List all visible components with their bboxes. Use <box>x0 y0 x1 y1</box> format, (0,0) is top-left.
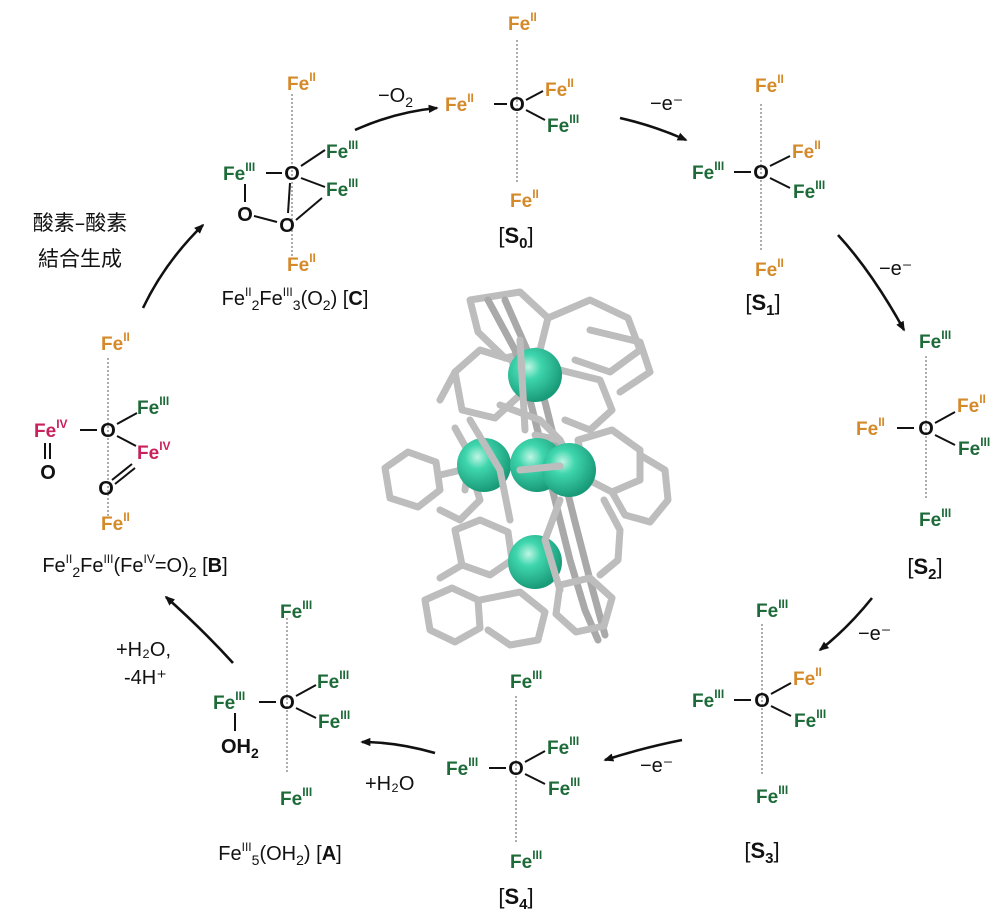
fe4-label: FeIV <box>34 417 68 442</box>
intermediate-c: O FeII FeIII FeIII FeIII O O FeII FeII2F… <box>222 70 369 313</box>
fe2-label: FeII <box>445 91 474 116</box>
fe3-label: FeIII <box>280 598 312 623</box>
formula-c: FeII2FeIII3(O2) [C] <box>222 285 369 313</box>
fe2-label: FeII <box>287 251 316 276</box>
oxo-atom: O <box>40 462 56 484</box>
label-water-addition: +H₂O <box>365 773 414 795</box>
state-label-s3: [S3] <box>744 838 779 867</box>
fe2-label: FeII <box>508 10 537 35</box>
oxo-atom: O <box>509 94 525 116</box>
fe3-label: FeIII <box>547 112 579 137</box>
fe2-label: FeII <box>755 72 784 97</box>
arrow-b-to-c <box>141 223 205 309</box>
arrow-a-to-b <box>164 595 234 664</box>
oxo-atom: O <box>279 692 295 714</box>
fe2-label: FeII <box>957 392 986 417</box>
aqua-ligand: OH2 <box>221 736 259 761</box>
fe3-label: FeIII <box>223 160 255 185</box>
cycle-arrows <box>141 104 906 762</box>
label-electron-loss: −e⁻ <box>640 755 673 777</box>
fe3-label: FeIII <box>756 783 788 808</box>
fe3-label: FeIII <box>548 775 580 800</box>
fe3-label: FeIII <box>794 707 826 732</box>
fe2-label: FeII <box>793 665 822 690</box>
fe3-label: FeIII <box>318 708 350 733</box>
state-label-s0: [S0] <box>498 223 533 252</box>
oxo-atom: O <box>754 690 770 712</box>
label-oo-bond-formation: 酸素–酸素 <box>33 211 128 235</box>
formula-b: FeII2FeIII(FeIV=O)2 [B] <box>42 552 227 580</box>
formula-a: FeIII5(OH2) [A] <box>218 840 341 868</box>
arrow-s1-to-s2 <box>837 234 906 332</box>
label-o2-release: −O2 <box>378 85 413 110</box>
fe3-label: FeIII <box>510 668 542 693</box>
fe2-label: FeII <box>545 76 574 101</box>
arrow-s0-to-s1 <box>619 116 688 142</box>
molecular-structure-image <box>381 288 672 649</box>
fe2-label: FeII <box>101 510 130 535</box>
label-electron-loss: −e⁻ <box>879 258 912 280</box>
fe3-label: FeIII <box>692 687 724 712</box>
intermediate-a: O FeIII FeIII FeIII FeIII FeIII OH2 FeII… <box>213 598 350 868</box>
fe2-label: FeII <box>755 256 784 281</box>
state-s2: O FeIII FeII FeII FeIII FeIII [S2] <box>856 328 990 583</box>
fe3-label: FeIII <box>919 506 951 531</box>
fe2-label: FeII <box>510 187 539 212</box>
fe3-label: FeIII <box>280 785 312 810</box>
state-s4: O FeIII FeIII FeIII FeIII FeIII [S4] <box>446 668 580 913</box>
oxo-atom: O <box>508 758 524 780</box>
label-electron-loss: −e⁻ <box>650 93 683 115</box>
fe2-label: FeII <box>287 70 316 95</box>
arrow-s4-to-a <box>360 737 436 755</box>
fe3-label: FeIII <box>326 176 358 201</box>
fe3-label: FeIII <box>510 848 542 873</box>
state-s1: O FeII FeIII FeII FeIII FeII [S1] <box>692 72 825 319</box>
intermediate-b: O FeII FeIV FeIII FeIV O O FeII FeII2FeI… <box>34 330 228 580</box>
oxo-atom: O <box>284 163 300 185</box>
oxo-atom: O <box>918 418 934 440</box>
label-water-proton: +H₂O, <box>116 639 171 661</box>
fe3-label: FeIII <box>137 394 169 419</box>
fe3-label: FeIII <box>317 668 349 693</box>
arrow-c-to-s0 <box>354 104 439 132</box>
state-s0: O FeII FeII FeII FeIII FeII [S0] <box>445 10 579 252</box>
peroxo-oxygen: O <box>237 204 253 226</box>
state-s3: O FeIII FeIII FeII FeIII FeIII [S3] <box>692 597 826 867</box>
fe3-label: FeIII <box>213 689 245 714</box>
arrow-labels: −O2 −e⁻ −e⁻ −e⁻ −e⁻ +H₂O +H₂O, -4H⁺ 酸素–酸… <box>33 85 913 795</box>
fe3-label: FeIII <box>326 138 358 163</box>
arrow-s3-to-s4 <box>603 738 683 762</box>
fe3-label: FeIII <box>958 435 990 460</box>
fe3-label: FeIII <box>692 159 724 184</box>
label-electron-loss: −e⁻ <box>858 623 891 645</box>
state-label-s4: [S4] <box>498 884 533 913</box>
fe3-label: FeIII <box>793 178 825 203</box>
fe3-label: FeIII <box>446 755 478 780</box>
fe3-label: FeIII <box>919 328 951 353</box>
arrow-s2-to-s3 <box>818 597 874 652</box>
state-label-s2: [S2] <box>907 554 942 583</box>
state-label-s1: [S1] <box>745 290 780 319</box>
fe3-label: FeIII <box>756 597 788 622</box>
oxo-atom: O <box>98 478 114 500</box>
fe3-label: FeIII <box>547 734 579 759</box>
fe2-label: FeII <box>101 330 130 355</box>
fe2-label: FeII <box>792 138 821 163</box>
oxo-atom: O <box>753 162 769 184</box>
peroxo-oxygen: O <box>279 215 295 237</box>
oxo-atom: O <box>100 420 116 442</box>
fe4-label: FeIV <box>137 439 171 464</box>
label-oo-bond-formation: 結合生成 <box>38 247 122 271</box>
label-water-proton: -4H⁺ <box>124 667 167 689</box>
fe2-label: FeII <box>856 415 885 440</box>
